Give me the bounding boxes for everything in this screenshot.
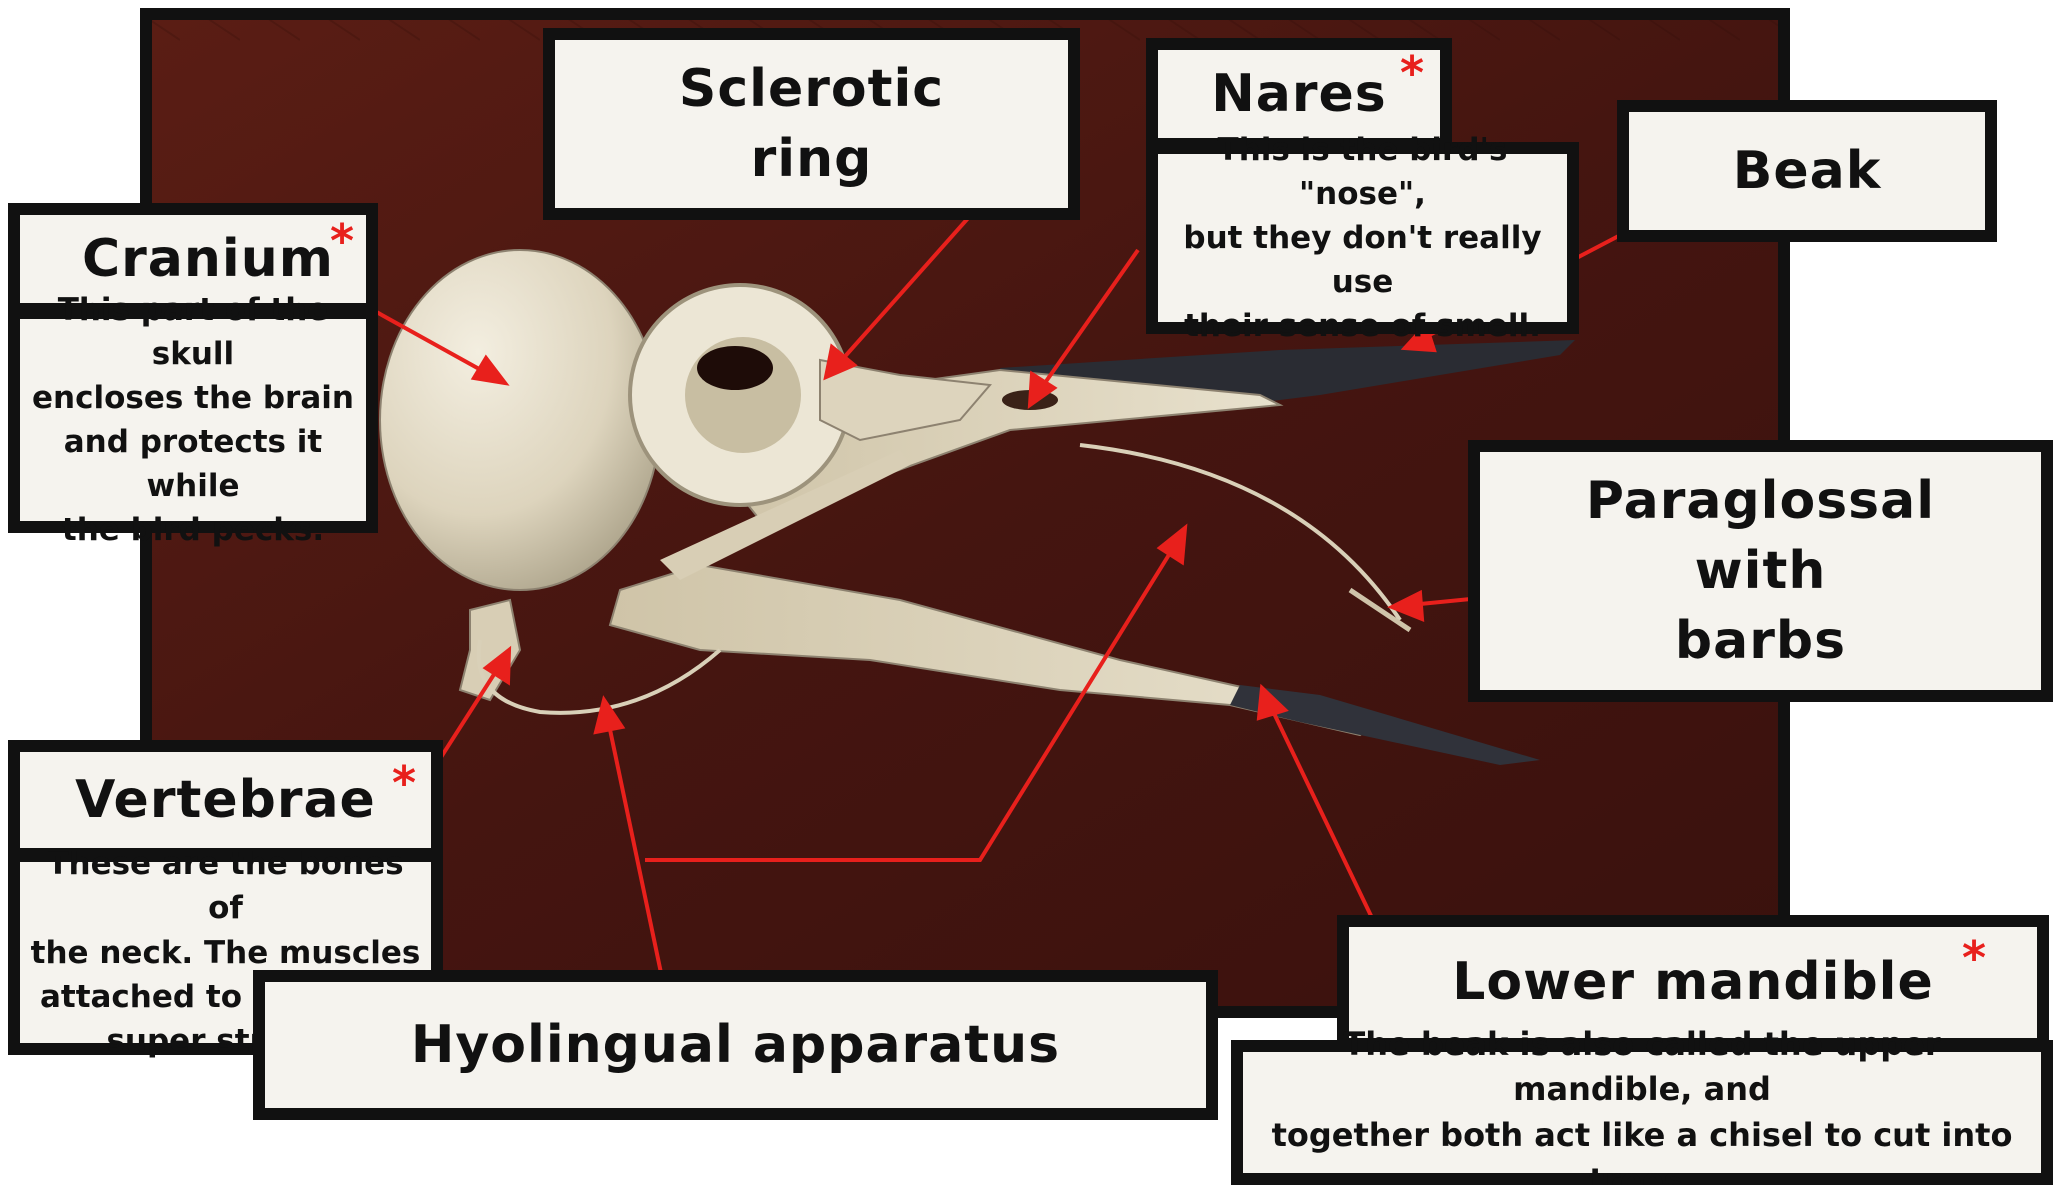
cranium-bone — [380, 250, 660, 590]
cranium-asterisk: * — [330, 218, 354, 264]
nares-description: This is the bird's "nose", but they don'… — [1146, 142, 1579, 334]
lower-mandible-asterisk: * — [1962, 935, 1986, 981]
lower-mandible-description: The beak is also called the upper mandib… — [1231, 1040, 2053, 1185]
paraglossal-label: Paraglossal with barbs — [1468, 440, 2053, 702]
hyolingual-label: Hyolingual apparatus — [253, 970, 1218, 1120]
beak-label: Beak — [1617, 100, 1997, 242]
sclerotic-ring-label: Sclerotic ring — [543, 28, 1080, 220]
cranium-description: This part of the skull encloses the brai… — [8, 307, 378, 533]
vertebrae-asterisk: * — [392, 760, 416, 806]
nares-asterisk: * — [1400, 50, 1424, 96]
